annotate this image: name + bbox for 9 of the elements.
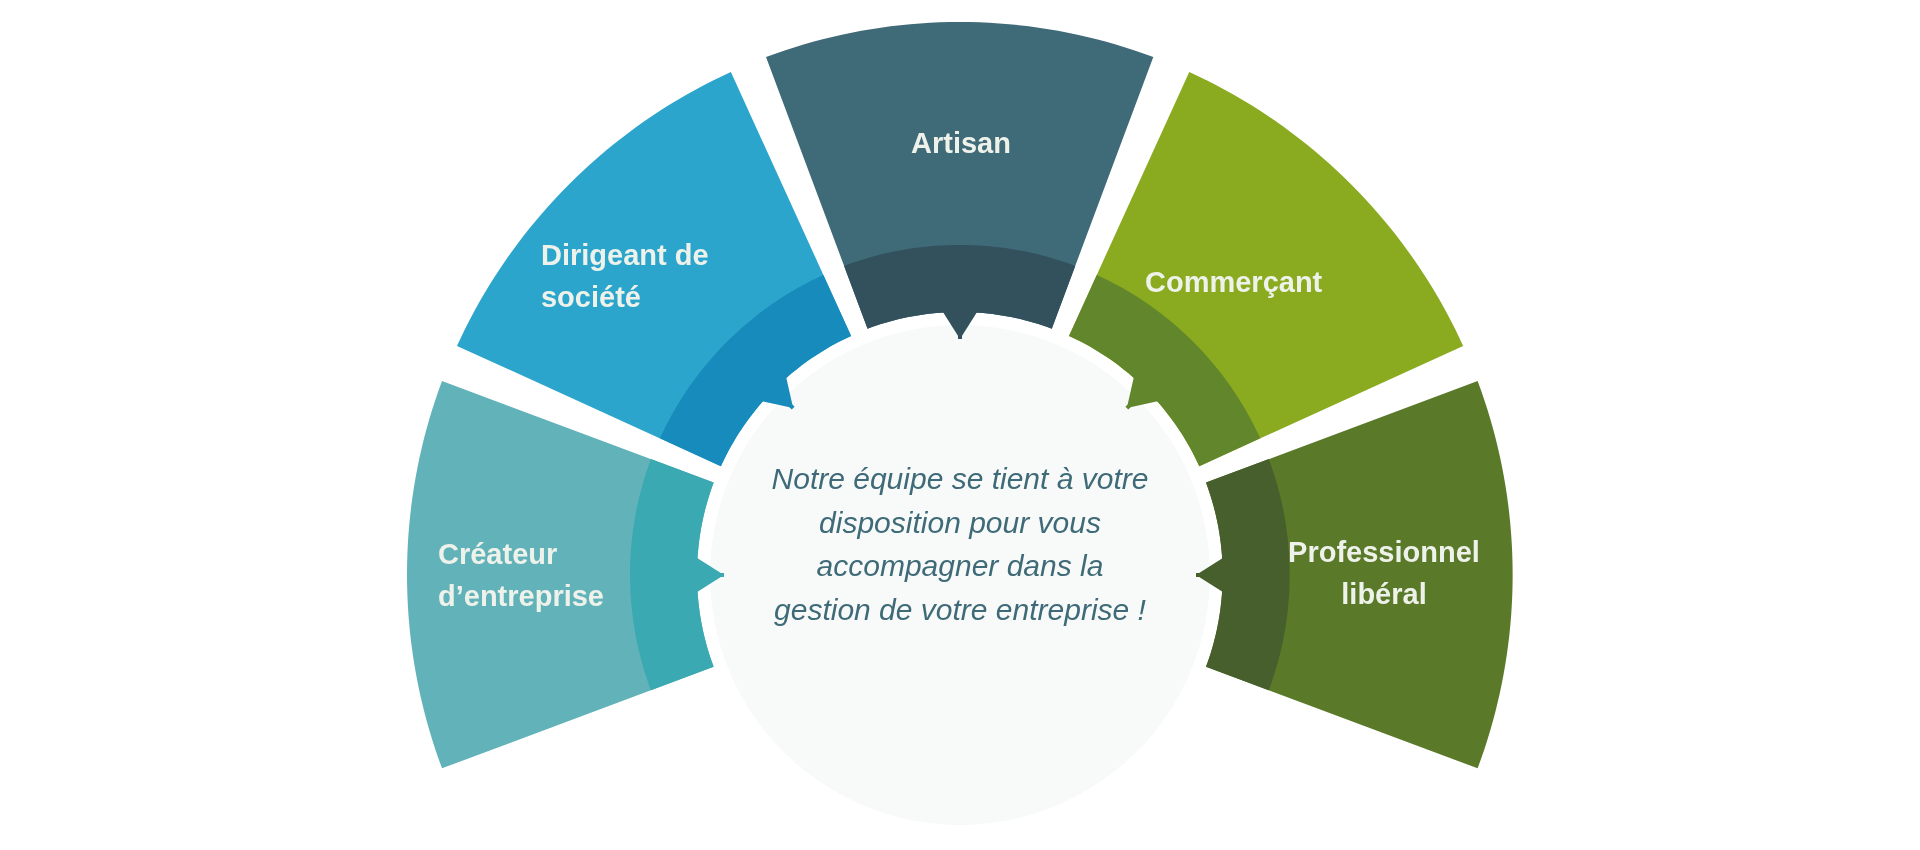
segment-label: Créateur d’entreprise <box>438 537 605 615</box>
arrow <box>694 556 724 594</box>
segment-label: Professionnel libéral <box>1287 535 1481 613</box>
segment-label: Artisan <box>910 126 1012 161</box>
arrow <box>941 309 979 339</box>
segment-label: Commerçant <box>1145 265 1324 300</box>
arrow <box>1196 556 1226 594</box>
center-message: Notre équipe se tient à votre disposition pour vous accompagner dans la gestion de votre entreprise ! <box>770 461 1150 628</box>
segment-label: Dirigeant de société <box>541 238 710 316</box>
